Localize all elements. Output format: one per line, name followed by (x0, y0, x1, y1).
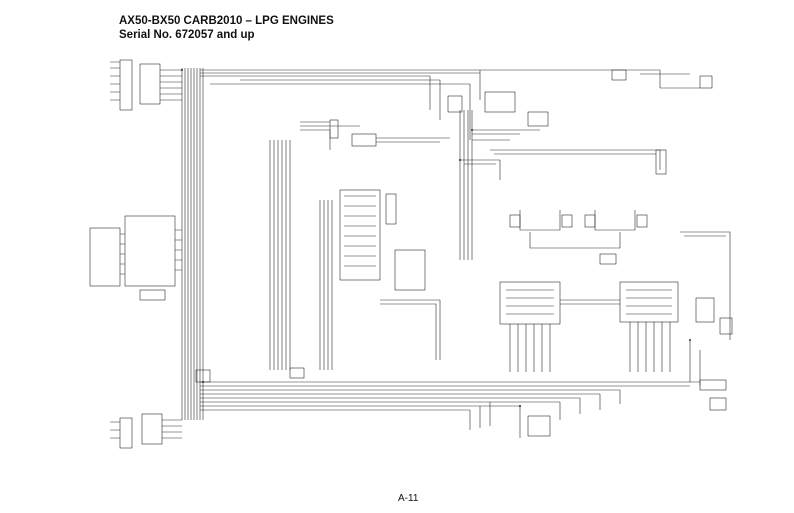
title-line-2: Serial No. 672057 and up (119, 29, 255, 41)
central-harness (269, 119, 450, 370)
bottom-harness-runs (200, 381, 700, 438)
page-number: A-11 (398, 493, 419, 504)
diagram-title: AX50-BX50 CARB2010 – LPG ENGINES Serial … (119, 14, 334, 42)
lower-left-connector (110, 413, 182, 449)
left-harness-bundle (181, 68, 204, 420)
upper-left-connector (110, 59, 182, 111)
top-harness-runs (200, 69, 700, 140)
junction-dots (181, 69, 691, 407)
right-components (499, 210, 733, 391)
center-top-components (447, 91, 549, 260)
left-middle-module (89, 215, 182, 301)
right-top-components (490, 69, 713, 175)
title-line-1: AX50-BX50 CARB2010 – LPG ENGINES (119, 15, 334, 27)
bottom-components (195, 367, 727, 437)
